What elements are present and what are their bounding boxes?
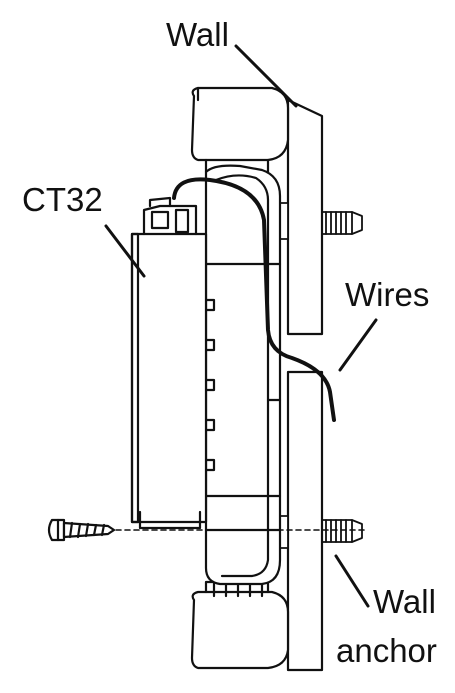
ct32-label: CT32 [22,181,103,218]
screw [47,518,116,542]
lower-wall-anchor [279,515,363,549]
wall-lower [286,370,324,672]
bracket-body [204,164,282,586]
ct32-unit [130,196,216,530]
wall-anchor-label-line1: Wall [373,583,436,620]
wall-upper [286,98,324,336]
wires-label: Wires [345,276,430,313]
wall-label: Wall [166,16,229,53]
leader-lines [104,44,378,608]
wall-anchor-label-line2: anchor [336,632,437,669]
wires [172,177,336,422]
bracket-upper-arm [190,86,290,174]
bracket-lower-arm [190,580,290,670]
